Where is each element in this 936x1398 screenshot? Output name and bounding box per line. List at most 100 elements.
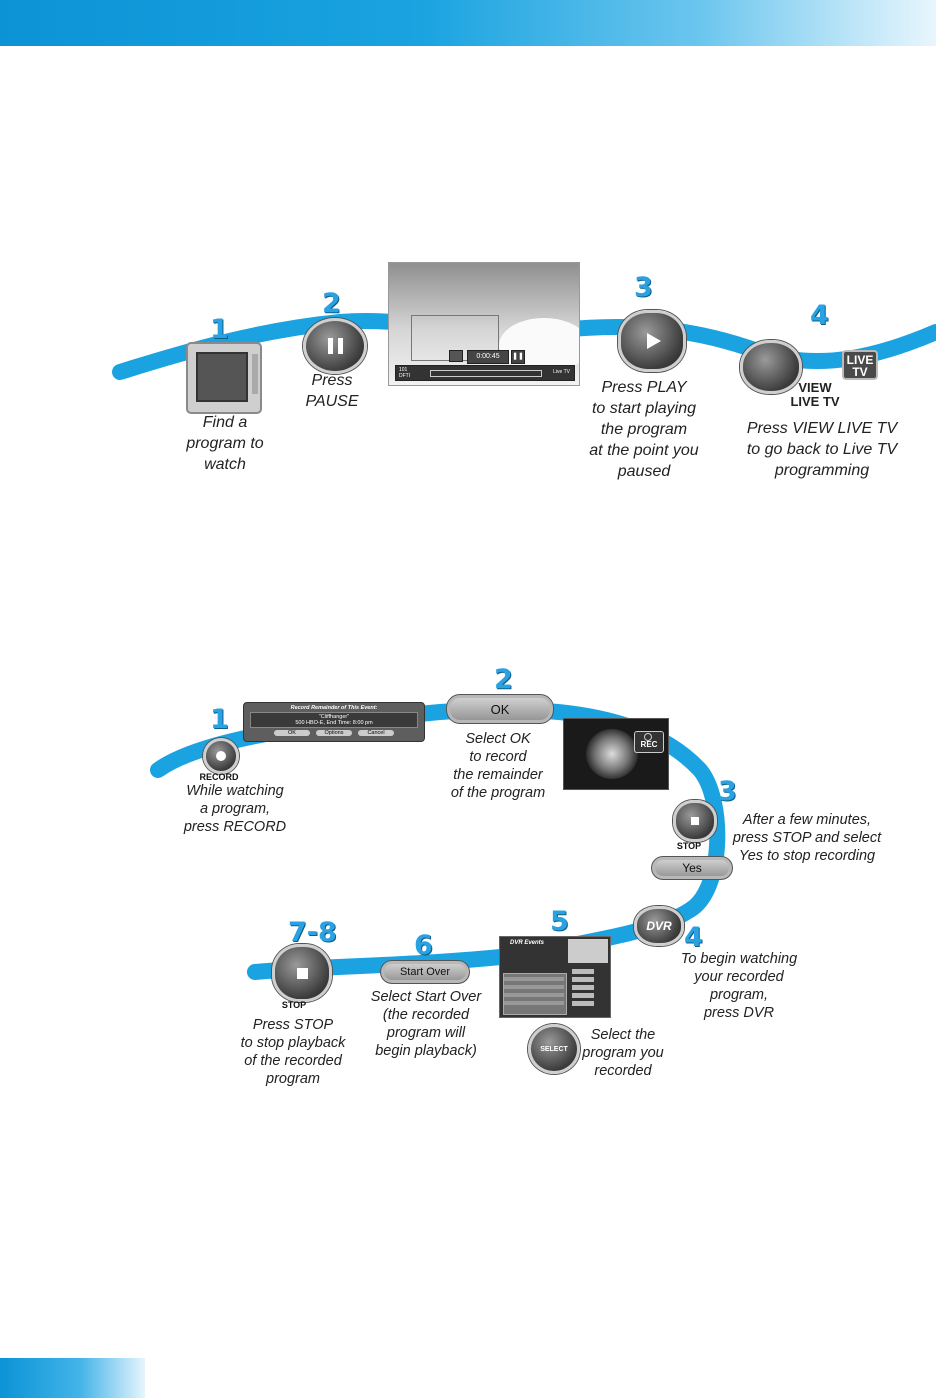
step-number: 3 [634, 272, 653, 303]
step-caption: After a few minutes, press STOP and sele… [724, 811, 890, 865]
key-label: LIVE [846, 353, 874, 367]
caption-line: press RECORD [183, 819, 287, 835]
caption-line: to record [469, 749, 527, 765]
caption-line: of the program [450, 785, 546, 801]
caption-line: at the point you [589, 442, 699, 459]
caption-line: your recorded [694, 969, 784, 985]
stop-label: STOP [676, 841, 702, 851]
step-caption: Press PLAY to start playing the program … [572, 377, 716, 482]
channel-name: DFTI [399, 373, 411, 379]
footer-bar [0, 1358, 145, 1398]
view-live-tv-button[interactable] [740, 340, 802, 394]
dialog-options-button[interactable]: Options [316, 730, 352, 736]
caption-line: recorded [594, 1063, 652, 1079]
dvr-screen-title: DVR Events [510, 940, 545, 946]
dialog-ok-button[interactable]: OK [274, 730, 310, 736]
stop-button[interactable] [272, 944, 332, 1002]
step-number: 4 [684, 922, 703, 953]
dialog-title: Record Remainder of This Event: [290, 705, 378, 711]
step-caption: Select OK to record the remainder of the… [430, 730, 566, 802]
rec-badge: REC [634, 731, 664, 753]
record-button[interactable] [203, 738, 239, 774]
key-label: TV [852, 365, 868, 379]
caption-line: watch [204, 456, 246, 473]
step-caption: While watching a program, press RECORD [164, 782, 306, 836]
step-number: 1 [210, 704, 229, 735]
paused-screen: 0:00:45 ❚❚ 101 DFTI Live TV [388, 262, 580, 386]
caption-line: Select the [590, 1027, 656, 1043]
step-caption: Find a program to watch [160, 412, 290, 475]
caption-line: to go back to Live TV [746, 441, 898, 458]
record-label: RECORD [199, 772, 239, 782]
start-over-button[interactable]: Start Over [380, 960, 470, 984]
dialog-details: 500 HBO-E, End Time: 8:00 pm [295, 720, 373, 726]
play-icon [647, 333, 661, 349]
live-tv-key[interactable]: LIVE TV [842, 350, 878, 380]
label-line: VIEW [798, 380, 832, 395]
header-bar [0, 0, 936, 46]
select-label: SELECT [540, 1045, 568, 1053]
yes-button[interactable]: Yes [651, 856, 733, 880]
step-number: 2 [322, 288, 341, 319]
caption-line: the remainder [453, 767, 543, 783]
caption-line: Yes to stop recording [738, 848, 876, 864]
label-line: LIVE TV [790, 394, 840, 409]
caption-line: After a few minutes, [742, 812, 872, 828]
record-dialog: Record Remainder of This Event: "Cliffha… [243, 702, 425, 742]
ok-button[interactable]: OK [446, 694, 554, 724]
tv-icon [186, 342, 262, 414]
step-caption: Select the program you recorded [572, 1026, 674, 1080]
button-label: Start Over [399, 966, 451, 978]
play-button[interactable] [618, 310, 686, 372]
button-label: OK [490, 701, 510, 717]
caption-line: programming [774, 462, 870, 479]
caption-line: to start playing [591, 400, 697, 417]
dvr-button[interactable]: DVR [634, 906, 684, 946]
step-number: 2 [494, 664, 513, 695]
stop-button[interactable] [673, 800, 717, 842]
caption-line: press DVR [703, 1005, 775, 1021]
caption-line: While watching [186, 783, 284, 799]
caption-line: Press PLAY [601, 379, 687, 396]
caption-line: a program, [199, 801, 271, 817]
select-button[interactable]: SELECT [528, 1024, 580, 1074]
pause-icon [327, 338, 343, 354]
caption-line: Press VIEW LIVE TV [746, 420, 898, 437]
pause-mini-icon: ❚❚ [511, 350, 525, 364]
dialog-cancel-button[interactable]: Cancel [358, 730, 394, 736]
step-number: 5 [550, 906, 569, 937]
time-display: 0:00:45 [467, 350, 509, 364]
step-number: 3 [718, 776, 737, 807]
caption-line: program will [386, 1025, 466, 1041]
caption-line: Find a [202, 414, 248, 431]
caption-line: PAUSE [305, 393, 359, 410]
caption-line: Press STOP [252, 1017, 334, 1033]
caption-line: to stop playback [240, 1035, 346, 1051]
step-caption: Select Start Over (the recorded program … [356, 988, 496, 1060]
step-caption: To begin watching your recorded program,… [666, 950, 812, 1022]
caption-line: press STOP and select [732, 830, 882, 846]
step-number: 7-8 [288, 917, 337, 948]
rec-dot-icon [644, 733, 652, 741]
caption-line: program [266, 1071, 320, 1087]
caption-line: the program [600, 421, 688, 438]
caption-line: program, [709, 987, 769, 1003]
dvr-events-screen: DVR Events [499, 936, 611, 1018]
button-label: Yes [682, 861, 702, 875]
step-number: 1 [210, 314, 229, 345]
channel-number: 101 [399, 367, 408, 373]
dialog-event: "Cliffhanger" [318, 714, 350, 720]
step-caption: Press VIEW LIVE TV to go back to Live TV… [730, 418, 914, 481]
progress-bar: 101 DFTI Live TV [395, 365, 575, 381]
caption-line: program to [186, 435, 264, 452]
view-live-tv-label: VIEW LIVE TV [780, 381, 850, 409]
pause-button[interactable] [303, 318, 367, 374]
stop-icon [691, 817, 699, 825]
caption-line: Press [311, 372, 353, 389]
dvr-label: DVR [646, 919, 672, 933]
caption-line: begin playback) [375, 1043, 477, 1059]
stop-icon [296, 967, 308, 979]
caption-line: program you [582, 1045, 664, 1061]
caption-line: paused [617, 463, 671, 480]
live-label: Live TV [553, 369, 570, 375]
